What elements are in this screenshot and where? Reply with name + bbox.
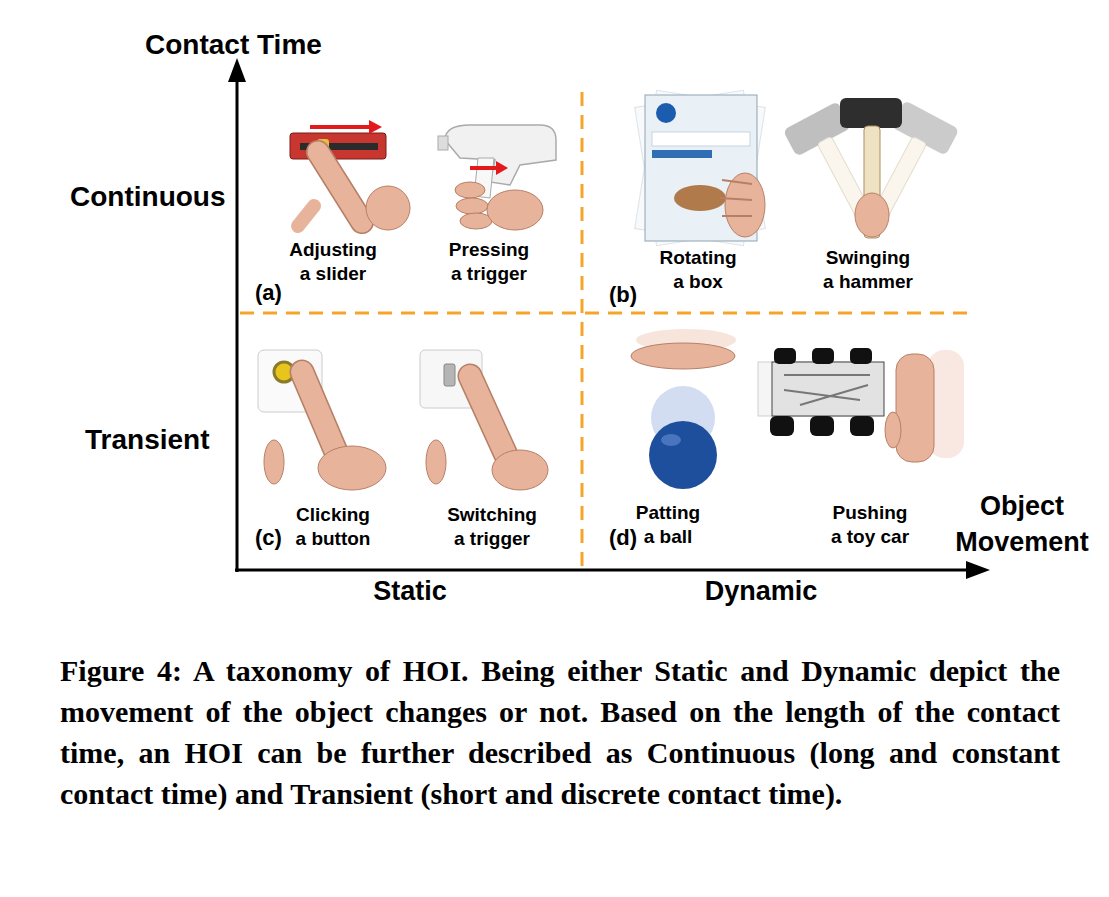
toggle-switch-photo xyxy=(426,440,446,484)
toggle-switch-photo xyxy=(492,450,548,490)
axes xyxy=(228,58,990,579)
hammer-photo xyxy=(855,193,889,237)
toy-car-photo xyxy=(850,348,872,364)
axes xyxy=(228,58,246,82)
quadrant-divider xyxy=(240,92,975,566)
interaction-label: Adjusting a slider xyxy=(285,238,381,286)
toy-car-photo xyxy=(770,416,794,436)
figure-caption: Figure 4: A taxonomy of HOI. Being eithe… xyxy=(60,650,1060,814)
quadrant-letter: (b) xyxy=(609,281,637,309)
slider-photo xyxy=(366,186,410,230)
ball-photo xyxy=(661,434,681,446)
milk-box-photo xyxy=(652,150,712,158)
spray-trigger-photo xyxy=(455,182,485,198)
toggle-switch-photo xyxy=(470,376,506,455)
interaction-label: Switching a trigger xyxy=(443,503,541,551)
axis-title: Object Movement xyxy=(951,488,1093,560)
toggle-switch-photo xyxy=(420,350,548,490)
interaction-label: Clicking a button xyxy=(290,503,376,551)
quadrant-region: (c) Clicking a button Switching a trigger xyxy=(238,313,582,570)
axes xyxy=(236,78,239,572)
spray-trigger-photo xyxy=(438,136,448,150)
quadrant-region: (b) Rotating a box Swinging a hammer xyxy=(582,92,975,313)
spray-trigger-photo xyxy=(456,198,488,214)
toy-car-photo xyxy=(774,348,796,364)
axes xyxy=(235,569,968,572)
push-button-photo xyxy=(264,440,284,484)
hammer-photo xyxy=(783,98,960,250)
slider-photo xyxy=(369,120,382,134)
axis-title: Contact Time xyxy=(145,27,322,62)
toy-car-photo xyxy=(896,354,934,462)
interaction-label: Pushing a toy car xyxy=(827,501,913,549)
quadrant-letter: (d) xyxy=(609,524,637,552)
slider-photo xyxy=(310,125,370,129)
quadrant-divider xyxy=(581,92,584,566)
category-label: Continuous xyxy=(70,179,226,214)
milk-box-photo xyxy=(652,132,750,146)
interaction-label: Patting a ball xyxy=(630,501,706,549)
interaction-label: Pressing a trigger xyxy=(443,238,535,286)
spray-trigger-photo xyxy=(460,213,492,229)
toy-car-photo xyxy=(758,348,964,462)
push-button-photo xyxy=(258,350,386,490)
ball-photo xyxy=(631,343,735,369)
slider-photo xyxy=(290,133,386,159)
push-button-photo xyxy=(318,446,386,490)
push-button-photo xyxy=(302,372,336,452)
milk-box-photo xyxy=(720,180,752,216)
quadrant-region: (d)Patting a ball Pushing a toy car xyxy=(582,313,975,570)
toy-car-photo xyxy=(812,348,834,364)
quadrant-letter: (c) xyxy=(255,524,282,552)
toy-car-photo xyxy=(885,412,901,448)
spray-trigger-photo xyxy=(487,190,543,230)
milk-box-photo xyxy=(656,103,676,123)
toy-car-photo xyxy=(810,416,834,436)
ball-photo xyxy=(631,329,736,489)
axes xyxy=(966,561,990,579)
spray-trigger-photo xyxy=(445,125,556,185)
interaction-label: Swinging a hammer xyxy=(820,246,916,294)
toy-car-photo xyxy=(850,416,874,436)
toy-car-photo xyxy=(784,375,870,405)
quadrant-divider xyxy=(240,312,975,315)
slider-photo xyxy=(318,152,362,222)
slider-photo xyxy=(298,206,314,226)
ball-photo xyxy=(649,421,717,489)
milk-box-photo xyxy=(635,90,766,245)
spray-trigger-photo xyxy=(496,161,508,175)
milk-box-photo xyxy=(635,90,766,245)
category-label: Static xyxy=(340,574,480,608)
toggle-switch-photo xyxy=(470,376,506,455)
quadrant-letter: (a) xyxy=(255,279,282,307)
slider-photo xyxy=(318,152,362,222)
spray-trigger-photo xyxy=(438,125,556,230)
toggle-switch-photo xyxy=(444,364,455,386)
push-button-photo xyxy=(302,372,336,452)
milk-box-photo xyxy=(635,90,766,245)
spray-trigger-photo xyxy=(470,166,498,170)
hammer-photo xyxy=(840,98,902,128)
toy-car-photo xyxy=(772,362,884,416)
quadrant-region: (a)Adjusting a slider Pressing a trigger xyxy=(238,92,582,313)
milk-box-photo xyxy=(635,90,766,245)
milk-box-photo xyxy=(674,185,726,211)
category-label: Dynamic xyxy=(676,574,846,608)
interaction-label: Rotating a box xyxy=(654,246,742,294)
category-label: Transient xyxy=(85,422,209,457)
slider-photo xyxy=(290,120,410,230)
